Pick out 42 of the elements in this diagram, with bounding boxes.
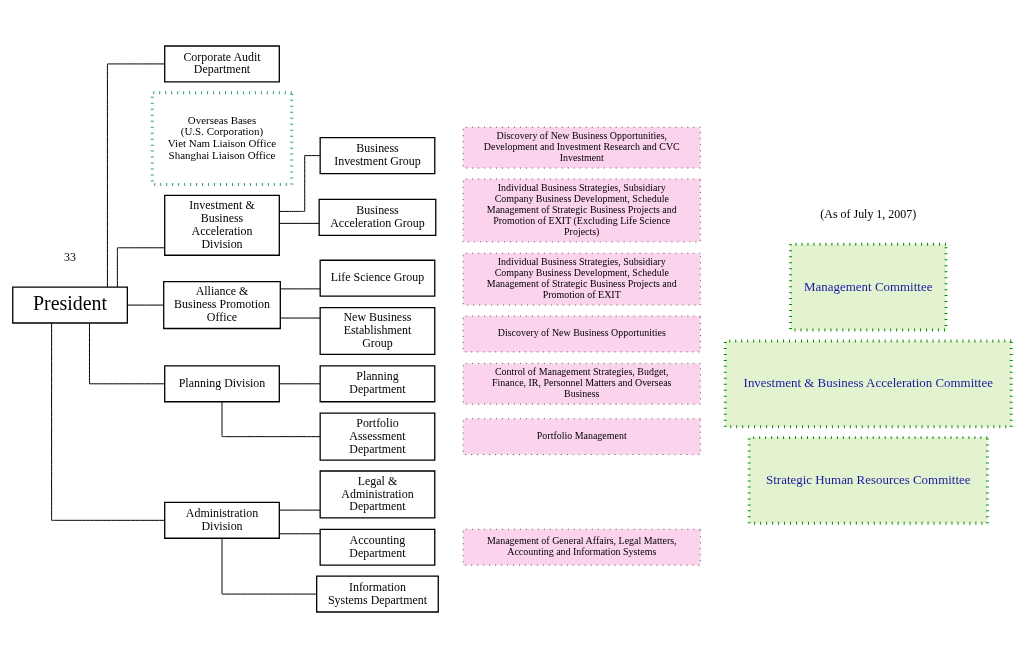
node-box: Portfolio Assessment Department [319, 412, 436, 461]
connector [88, 322, 166, 384]
node-box: Planning Department [319, 364, 436, 402]
node-box: Individual Business Strategies, Subsidiary Company Business Development, Schedule Management of Strategic Business Projects and Promotion of EXIT [462, 252, 701, 306]
node-box: Investment & Business Acceleration Committee [723, 338, 1013, 428]
connector [278, 532, 321, 534]
node-box: Business Acceleration Group [318, 198, 437, 236]
node-box: Accounting Department [319, 528, 436, 566]
node-box: Discovery of New Business Opportunities [462, 315, 701, 352]
node-box: Information Systems Department [316, 575, 439, 613]
label: 33 [64, 249, 77, 264]
node-box: Corporate Audit Department [164, 44, 280, 82]
connector [221, 401, 321, 437]
connector [51, 322, 165, 521]
node-box: Management of General Affairs, Legal Matters, Accounting and Information Systems [462, 528, 701, 566]
node-box: Business Investment Group [319, 136, 436, 174]
node-box: Discovery of New Business Opportunities, Development and Investment Research and CVC Investment [462, 126, 701, 169]
connector [221, 537, 317, 595]
node-box: New Business Establishment Group [319, 306, 436, 355]
connector [278, 509, 321, 511]
connector [278, 382, 321, 384]
node-box: Individual Business Strategies, Subsidiary Company Business Development, Schedule Management of Strategic Business Projects and Promotion of EXIT (Excluding Life Science Projects) [462, 178, 701, 242]
node-box: Alliance & Business Promotion Office [163, 280, 281, 329]
connector [127, 304, 164, 306]
node-box: Planning Division [164, 364, 280, 402]
node-box: Strategic Human Resources Committee [747, 435, 989, 525]
node-box: Legal & Administration Department [319, 469, 436, 518]
node-box: President [12, 286, 128, 324]
connector [279, 287, 321, 289]
connector [116, 246, 165, 287]
connector [278, 154, 321, 212]
label: (As of July 1, 2007) [820, 206, 917, 221]
node-box: Life Science Group [319, 259, 436, 297]
connector [279, 317, 321, 319]
node-box: Administration Division [164, 501, 280, 539]
node-box: Control of Management Strategies, Budget, Finance, IR, Personnel Matters and Overseas Business [462, 362, 701, 405]
connector [278, 222, 320, 224]
node-box: Portfolio Management [462, 417, 701, 455]
node-box: Overseas Bases (U.S. Corporation) Viet Nam Liaison Office Shanghai Liaison Office [150, 90, 294, 186]
node-box: Investment & Business Acceleration Division [164, 194, 280, 256]
connector [106, 62, 166, 287]
node-box: Management Committee [789, 242, 948, 331]
